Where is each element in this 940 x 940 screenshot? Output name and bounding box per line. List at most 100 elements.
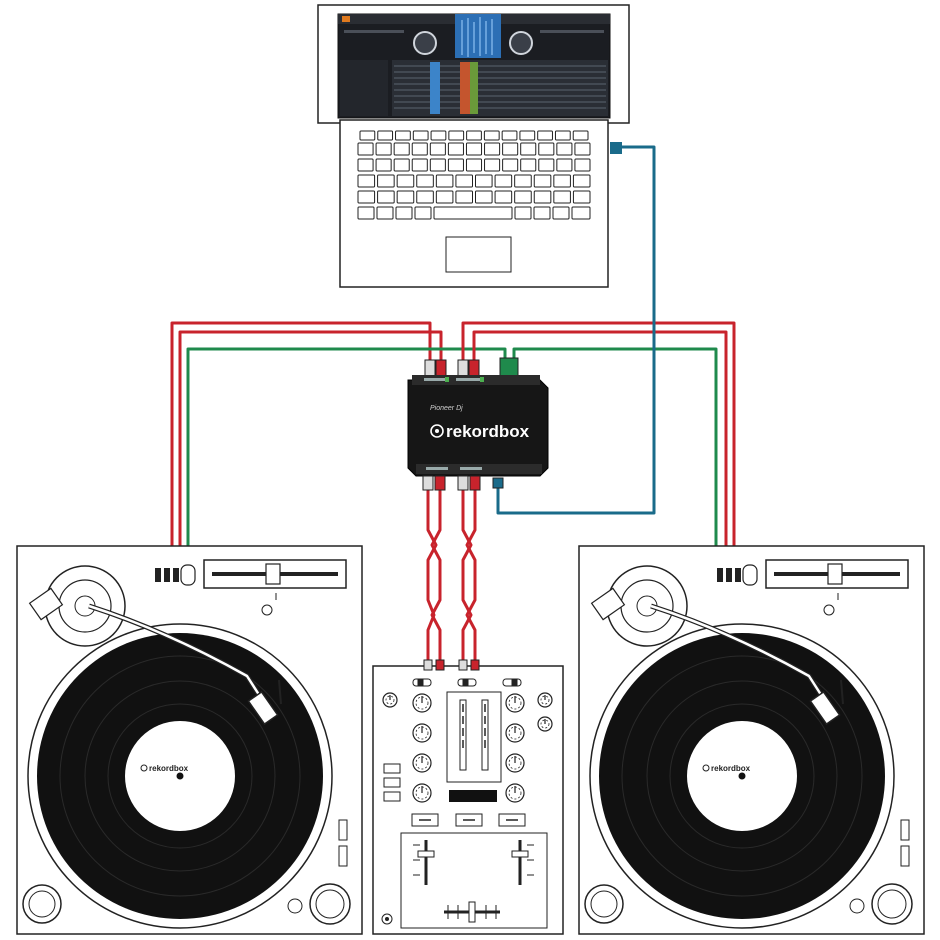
keyboard-key: [357, 158, 374, 172]
keyboard-key: [414, 206, 432, 220]
interface-rear-connectors: [424, 357, 519, 377]
interface-logo-text: rekordbox: [446, 422, 530, 441]
keyboard-key: [502, 158, 519, 172]
keyboard-key: [430, 130, 447, 141]
speed-dial-inner: [877, 889, 907, 919]
keyboard-key: [375, 142, 392, 156]
screen-app-badge: [342, 16, 350, 22]
keyboard-key: [357, 174, 376, 188]
mixer-knob-ring: [385, 695, 395, 705]
keyboard-key: [359, 130, 376, 141]
target-light-icon: [180, 564, 196, 586]
keyboard-key: [376, 206, 394, 220]
side-switch-a: [900, 819, 910, 841]
mixer-knob-ring: [415, 786, 429, 800]
keyboard-key: [514, 206, 532, 220]
keyboard-key: [538, 142, 555, 156]
usb-cable: [496, 145, 656, 515]
mixer-rca-inputs: [423, 659, 480, 671]
screen-artwork-column: [430, 62, 478, 114]
crossfader: [444, 901, 500, 923]
keyboard-key: [416, 190, 434, 204]
keyboard-key: [572, 130, 589, 141]
interface-led-a: [445, 377, 449, 382]
keyboard-key: [574, 142, 591, 156]
mixer-meter-panel: [446, 691, 502, 783]
keyboard-key: [494, 174, 513, 188]
headshell: [809, 690, 841, 726]
keyboard-key: [393, 158, 410, 172]
keyboard-key: [435, 174, 454, 188]
keyboard-key: [411, 158, 428, 172]
interface-body: [407, 379, 549, 477]
keyboard-key: [572, 190, 591, 204]
keyboard-key: [395, 206, 413, 220]
keyboard-key: [520, 142, 537, 156]
channel-fader-left: [413, 840, 435, 885]
keyboard-key: [484, 158, 501, 172]
mixer-cable-a2: [430, 488, 442, 662]
record-groove: [646, 680, 838, 872]
keyboard-spacebar: [433, 206, 513, 220]
keyboard-key: [357, 142, 374, 156]
laptop-trackpad: [445, 236, 512, 273]
keyboard-key: [357, 190, 376, 204]
record-groove: [84, 680, 276, 872]
arm-rest: [278, 679, 282, 705]
mixer-cable-b1: [461, 488, 473, 662]
speed-button-78: [735, 568, 741, 582]
turntable-left: rekordbox: [16, 545, 363, 935]
laptop-usb-port: [610, 142, 622, 154]
speed-button-45: [726, 568, 732, 582]
right-red-cable-inner: [472, 330, 728, 548]
keyboard-key: [552, 206, 570, 220]
screen-waveform: [455, 14, 501, 58]
keyboard-key: [455, 174, 473, 188]
reverse-button: [287, 898, 303, 914]
right-red-cable-outer: [461, 321, 736, 548]
pitch-slider-knob: [827, 563, 843, 585]
tonearm-highlight: [650, 604, 827, 702]
speed-button-33: [155, 568, 161, 582]
speed-dial-inner: [315, 889, 345, 919]
side-switch-b: [900, 845, 910, 867]
start-stop-inner: [28, 890, 56, 918]
right-green-cable: [512, 347, 718, 548]
screen-waveform-lines: [461, 17, 493, 57]
keyboard-key: [520, 158, 537, 172]
keyboard-key: [429, 142, 446, 156]
target-light-icon: [742, 564, 758, 586]
speed-button-78: [173, 568, 179, 582]
cables: [170, 145, 736, 662]
screen-track-rows: [394, 65, 606, 109]
mixer-input-switches: [412, 678, 522, 687]
laptop-keyboard: [357, 130, 591, 220]
pitch-slider-knob: [265, 563, 281, 585]
keyboard-key: [393, 142, 410, 156]
mixer-knob-ring: [508, 696, 522, 710]
mixer-knob-ring: [415, 726, 429, 740]
mixer-knobs: [382, 692, 553, 803]
interface-maker-text: Pioneer Dj: [430, 405, 463, 412]
keyboard-key: [375, 158, 392, 172]
keyboard-key: [429, 158, 446, 172]
keyboard-key: [502, 142, 519, 156]
keyboard-key: [571, 206, 591, 220]
interface-usb-port-icon: [492, 477, 504, 489]
keyboard-key: [412, 130, 429, 141]
record-groove: [59, 655, 301, 897]
keyboard-key: [475, 190, 493, 204]
laptop: [317, 4, 630, 288]
left-green-cable: [186, 347, 507, 548]
record-label-text: rekordbox: [149, 764, 189, 773]
keyboard-key: [465, 142, 483, 156]
mixer-knob-ring: [415, 696, 429, 710]
mixer-knob-ring: [508, 756, 522, 770]
keyboard-key: [556, 158, 573, 172]
side-switch-a: [338, 819, 348, 841]
keyboard-key: [396, 174, 415, 188]
screen-deck-right: [509, 31, 533, 55]
spindle-icon: [738, 772, 746, 780]
keyboard-key: [396, 190, 415, 204]
keyboard-key: [537, 130, 553, 141]
